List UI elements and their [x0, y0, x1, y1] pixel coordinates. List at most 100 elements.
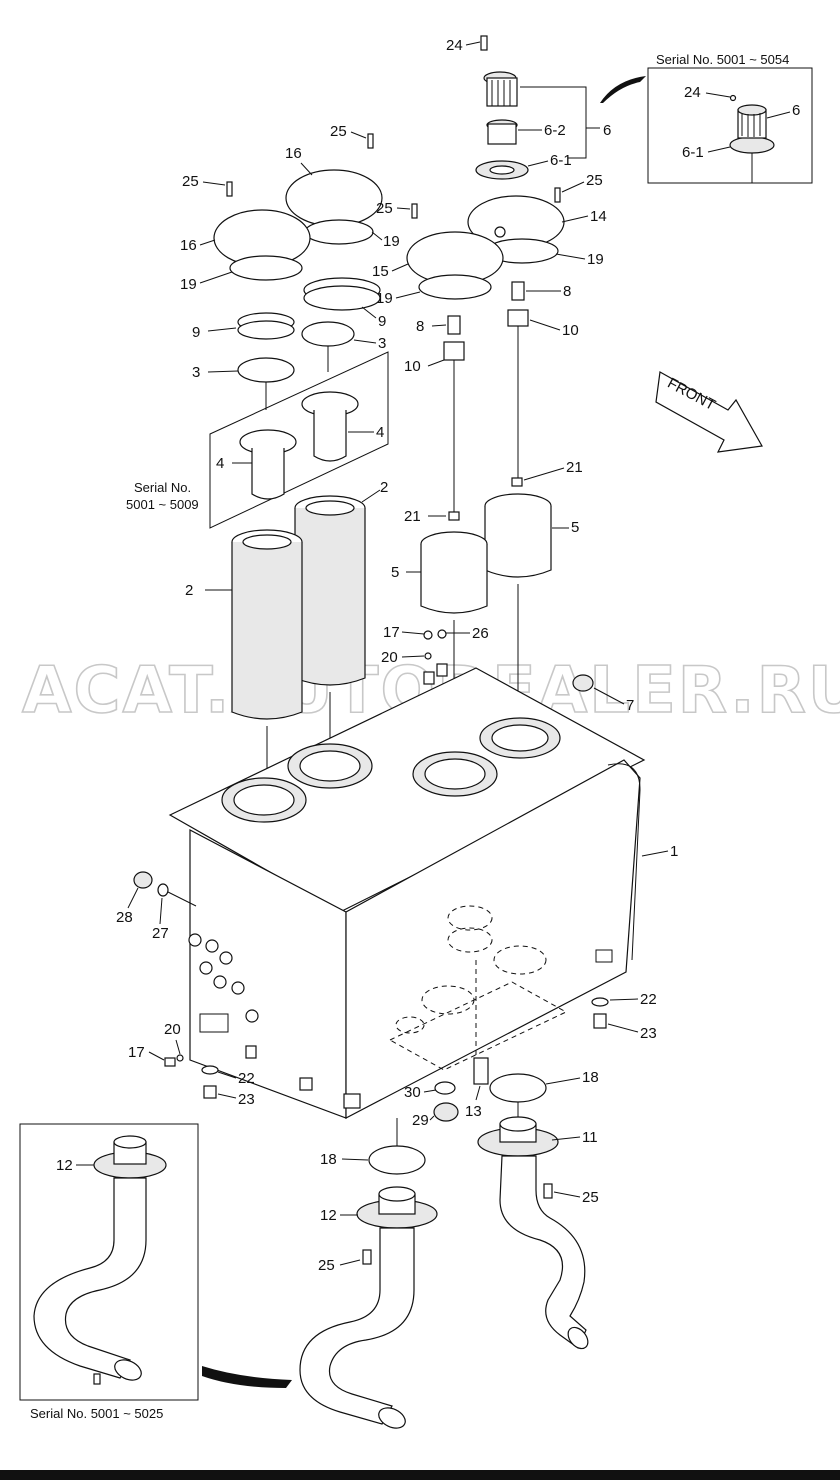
left-side-plugs — [133, 871, 219, 1099]
callout-24: 24 — [446, 37, 463, 54]
inset-serial-5001-5054: Serial No. 5001 ~ 5054 24 6 6-1 — [647, 52, 813, 184]
bolt-25-a — [367, 133, 374, 149]
bottom-plugs — [368, 997, 609, 1175]
filter-elements — [231, 493, 552, 790]
callout-25-d: 25 — [586, 172, 603, 189]
inset-cap-top — [737, 104, 767, 116]
o-ring-30 — [434, 1081, 456, 1095]
filter-cap-assembly-6 — [475, 35, 600, 180]
callout-22-b: 22 — [640, 991, 657, 1008]
callout-18-a: 18 — [582, 1069, 599, 1086]
callout-3-a: 3 — [378, 335, 386, 352]
callout-9-a: 9 — [192, 324, 200, 341]
plug-28 — [133, 871, 153, 889]
hydraulic-tank-1 — [168, 667, 646, 1119]
callout-26-a: 26 — [472, 625, 489, 642]
callout-6-2: 6-2 — [544, 122, 566, 139]
inset-serial-label: Serial No. 5001 ~ 5054 — [656, 52, 789, 67]
callout-1: 1 — [670, 843, 678, 860]
inset-pointer-arrow — [600, 76, 646, 103]
callout-19-c: 19 — [376, 290, 393, 307]
callout-15: 15 — [372, 263, 389, 280]
callout-29: 29 — [412, 1112, 429, 1129]
valve-3-front — [237, 357, 295, 383]
callout-30: 30 — [404, 1084, 421, 1101]
callout-27: 27 — [152, 925, 169, 942]
callout-17-c: 17 — [128, 1044, 145, 1061]
bolt-25-d — [554, 187, 561, 203]
callout-2-a: 2 — [380, 479, 388, 496]
bolt-25-c — [411, 203, 418, 219]
callout-16-a: 16 — [285, 145, 302, 162]
inset-pipe-12 — [33, 1177, 147, 1379]
callout-6-1: 6-1 — [550, 152, 572, 169]
callout-25-f: 25 — [318, 1257, 335, 1274]
callout-4-a: 4 — [376, 424, 384, 441]
callout-4-b: 4 — [216, 455, 224, 472]
callout-23-b: 23 — [640, 1025, 657, 1042]
rod-10-left-top — [443, 341, 465, 361]
breather-7 — [572, 674, 594, 692]
inset-frame — [647, 67, 813, 184]
callout-20-c: 20 — [164, 1021, 181, 1038]
inset-callout-24: 24 — [684, 84, 701, 101]
o-ring-18-right — [489, 1073, 547, 1103]
callout-16-b: 16 — [180, 237, 197, 254]
callout-13: 13 — [465, 1103, 482, 1120]
callout-7: 7 — [626, 697, 634, 714]
callout-25-a: 25 — [330, 123, 347, 140]
cover-16-rear — [285, 169, 383, 227]
callout-3-b: 3 — [192, 364, 200, 381]
cover-plates — [213, 133, 565, 300]
drain-valve-13 — [473, 1057, 489, 1085]
callout-11: 11 — [582, 1129, 598, 1146]
callout-25-c: 25 — [376, 200, 393, 217]
callout-10-b: 10 — [404, 358, 421, 375]
rod-10-right-top — [507, 309, 529, 327]
filter-element-6-2 — [487, 123, 517, 145]
inset-serial-5009-line1: Serial No. — [134, 480, 191, 495]
inset-pointer-arrow-bottom — [202, 1366, 292, 1388]
nut-21-right — [511, 477, 523, 487]
callout-9-b: 9 — [378, 313, 386, 330]
gasket-19-front — [229, 255, 303, 281]
inset-bolt-24 — [729, 94, 737, 102]
callout-28: 28 — [116, 909, 133, 926]
o-ring-27 — [157, 883, 169, 897]
springs-and-valves — [237, 277, 529, 521]
bolt-24 — [480, 35, 488, 51]
callout-8-b: 8 — [416, 318, 424, 335]
callout-12-a: 12 — [320, 1207, 337, 1224]
callout-5-b: 5 — [391, 564, 399, 581]
valve-3-rear — [301, 321, 355, 347]
nut-21-left — [448, 511, 460, 521]
inset-serial-5025-label: Serial No. 5001 ~ 5025 — [30, 1406, 163, 1421]
inset-frame-bottom — [19, 1123, 199, 1401]
callout-19-b: 19 — [383, 233, 400, 250]
callout-17-a: 17 — [383, 624, 400, 641]
inset-callout-6-1: 6-1 — [682, 144, 704, 161]
inset-serial-5009-line2: 5001 ~ 5009 — [126, 497, 199, 512]
spring-8-right — [511, 281, 525, 301]
callout-18-b: 18 — [320, 1151, 337, 1168]
gasket-19-rear — [304, 219, 374, 245]
inset-callout-6: 6 — [792, 102, 800, 119]
callout-19-a: 19 — [180, 276, 197, 293]
callout-10-a: 10 — [562, 322, 579, 339]
inset-flange-6-1 — [729, 136, 775, 154]
suction-pipe-12 — [299, 1186, 438, 1429]
gasket-19-mid — [418, 274, 492, 300]
callout-21-b: 21 — [404, 508, 421, 525]
callout-19-d: 19 — [587, 251, 604, 268]
suction-pipe-11 — [477, 1116, 589, 1350]
inset-serial-5001-5009 — [209, 351, 389, 529]
callout-2-b: 2 — [185, 582, 193, 599]
callout-8-a: 8 — [563, 283, 571, 300]
spring-8-left — [447, 315, 461, 335]
o-ring-18-left — [368, 1145, 426, 1175]
tank-right-side — [345, 759, 641, 1119]
callout-14: 14 — [590, 208, 607, 225]
callout-6: 6 — [603, 122, 611, 139]
bolt-25-b — [226, 181, 233, 197]
